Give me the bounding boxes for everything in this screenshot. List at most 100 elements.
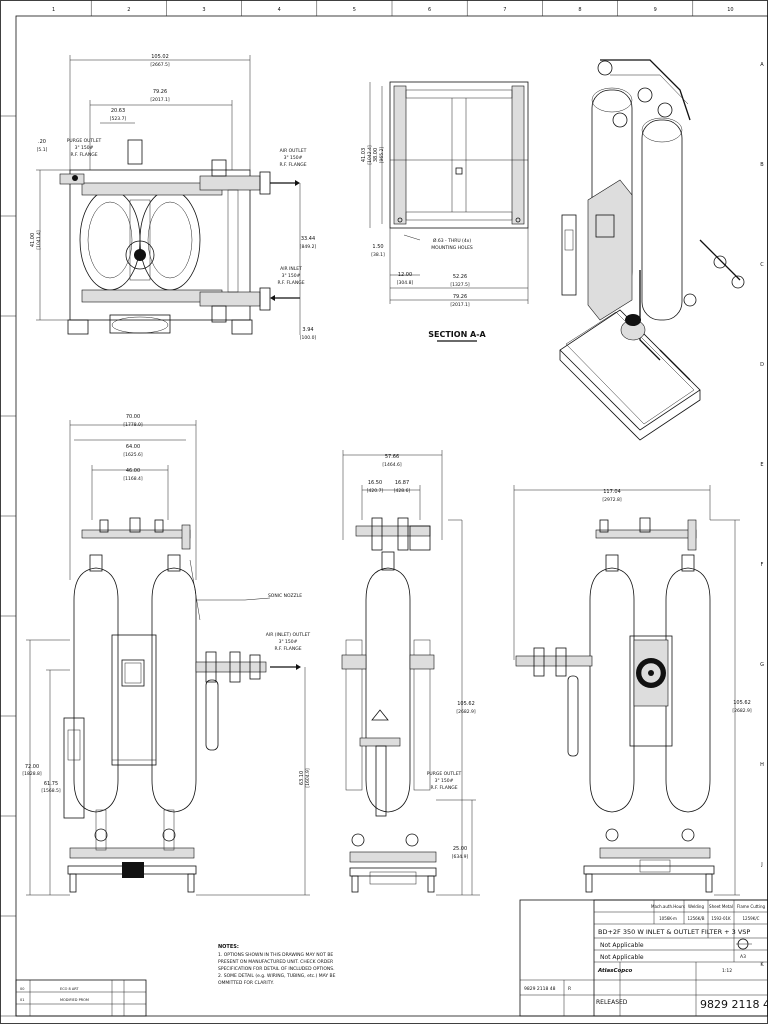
column-label: 4 <box>278 7 281 13</box>
sec-dim-h1-mm: [1042.4] <box>367 145 373 165</box>
side-dim-w1-mm: [1464.6] <box>382 462 402 468</box>
drawing-title: BD+2F 350 W INLET & OUTLET FILTER + 3 VS… <box>598 928 750 936</box>
mounting-holes-note-1: Ø.63 - THRU (4x) <box>433 237 471 244</box>
front-dim-h2: 61.75 <box>44 781 58 787</box>
notes-line-4: 2. SOME DETAIL (e.g. WIRING, TUBING, etc… <box>218 973 336 979</box>
rev-row-1-desc: ECO 8 ART <box>60 987 79 991</box>
air-inlet-label-2: 3" 150# <box>282 273 301 279</box>
front-dim-h1: 72.00 <box>25 764 39 770</box>
column-label: 10 <box>727 7 733 13</box>
air-inlet-outlet-label-3: R.F. FLANGE <box>274 646 301 652</box>
side-view <box>341 450 480 896</box>
sec-dim-w3: 79.26 <box>453 294 467 300</box>
tb-col-1: Mach.auth.Hours <box>651 904 685 909</box>
doc-number-small: 9829 2118 48 <box>524 986 556 992</box>
row-label: C <box>760 262 764 268</box>
front-dim-w3-mm: [1168.4] <box>123 476 143 482</box>
status-released: RELEASED <box>596 999 628 1006</box>
air-inlet-label-3: R.F. FLANGE <box>277 280 304 286</box>
side-dim-w1: 57.66 <box>385 454 399 460</box>
column-label: 1 <box>52 7 55 13</box>
top-view <box>36 55 301 335</box>
rear-dim-h1: 105.62 <box>733 700 751 706</box>
sec-dim-h2: 38.00 <box>373 148 379 162</box>
tb-val-1: 1056K-m <box>659 916 677 921</box>
air-inlet-outlet-label-2: 3" 150# <box>279 639 298 645</box>
front-dim-w1-mm: [1778.0] <box>123 422 143 428</box>
tb-val-4: 1259K/C <box>743 916 760 921</box>
column-label: 5 <box>353 7 356 13</box>
column-label: 7 <box>503 7 506 13</box>
purge-outlet-label-2: 3" 150# <box>75 145 94 151</box>
dim-overall-width: 105.02 <box>151 54 169 60</box>
dim-small-width-mm: [523.7] <box>110 116 127 122</box>
dim-right-a-mm: [849.2] <box>300 244 317 250</box>
row-label: F <box>761 562 764 568</box>
row-label: G <box>760 662 764 668</box>
front-dim-w1: 70.00 <box>126 414 140 420</box>
row-label: D <box>760 362 764 368</box>
dim-overall-width-mm: [2667.5] <box>150 62 170 68</box>
column-label: 9 <box>654 7 657 13</box>
notes-line-3: SPECIFICATION FOR DETAIL OF INCLUDED OPT… <box>218 966 335 972</box>
dim-small-width: 20.63 <box>111 108 125 114</box>
purge-outlet-label-3: R.F. FLANGE <box>70 152 97 158</box>
tb-val-3: 1592-01K <box>711 916 731 921</box>
sec-dim-h3-mm: [38.1] <box>371 252 385 258</box>
dim-height: 41.00 <box>30 233 36 247</box>
sec-dim-w1-mm: [304.8] <box>397 280 414 286</box>
dim-mid-width-mm: [2017.1] <box>150 97 170 103</box>
tb-col-2: Welding <box>688 904 704 909</box>
side-dim-h1: 105.62 <box>457 701 475 707</box>
side-dim-h2: 25.00 <box>453 846 467 852</box>
tb-col-4: Flame Cutting <box>737 904 766 909</box>
not-applicable-2: Not Applicable <box>600 954 644 961</box>
front-dim-h1-mm: [1828.8] <box>22 771 42 777</box>
rear-dim-w1-mm: [2972.8] <box>602 497 622 503</box>
revision-letter: R <box>568 986 571 992</box>
dim-left-small-mm: [5.1] <box>37 147 48 153</box>
notes-title: NOTES: <box>218 944 239 950</box>
sheet-code: A3 <box>740 954 746 960</box>
row-label: B <box>760 162 764 168</box>
row-label: E <box>760 462 763 468</box>
front-view <box>26 420 310 896</box>
side-purge-outlet-label-1: PURGE OUTLET <box>427 771 462 777</box>
front-dim-w3: 46.00 <box>126 468 140 474</box>
column-label: 2 <box>127 7 130 13</box>
section-aa-view <box>369 81 529 342</box>
sec-dim-w2: 52.26 <box>453 274 467 280</box>
sonic-nozzle-label: SONIC NOZZLE <box>268 593 302 599</box>
column-label: 3 <box>202 7 205 13</box>
dim-right-b-mm: [100.0] <box>300 335 317 341</box>
dim-right-a: 33.44 <box>301 236 315 242</box>
front-dim-h2-mm: [1568.5] <box>41 788 61 794</box>
tb-val-2: 1256K/B <box>688 916 705 921</box>
air-outlet-label-2: 3" 150# <box>284 155 303 161</box>
notes-line-2: PRESENT ON MANUFACTURED UNIT. CHECK ORDE… <box>218 959 333 965</box>
tb-col-3: Sheet Metal <box>709 904 733 909</box>
rev-row-2-desc: MODIFIED PROM <box>60 998 89 1002</box>
brand-logo: AtlasCopco <box>597 968 632 974</box>
side-dim-w3-mm: [428.6] <box>394 488 411 494</box>
sec-dim-w2-mm: [1327.5] <box>450 282 470 288</box>
rear-view <box>513 485 740 896</box>
sec-dim-w1: 12.00 <box>398 272 412 278</box>
air-outlet-label-1: AIR OUTLET <box>280 148 307 154</box>
row-label: K <box>760 962 764 968</box>
front-dim-h3-mm: [1604.9] <box>305 768 311 788</box>
air-inlet-outlet-label-1: AIR (INLET) OUTLET <box>266 632 311 638</box>
column-label: 8 <box>578 7 581 13</box>
document-number: 9829 2118 48 <box>700 998 768 1011</box>
side-dim-h1-mm: [2682.9] <box>456 709 476 715</box>
sec-dim-h1: 41.03 <box>361 148 367 162</box>
scale: 1:12 <box>722 968 732 974</box>
rear-dim-h1-mm: [2682.9] <box>732 708 752 714</box>
notes-line-1: 1. OPTIONS SHOWN IN THIS DRAWING MAY NOT… <box>218 952 333 958</box>
notes-line-5: OMMITTED FOR CLARITY. <box>218 980 274 986</box>
not-applicable-1: Not Applicable <box>600 942 644 949</box>
side-purge-outlet-label-3: R.F. FLANGE <box>430 785 457 791</box>
sec-dim-w3-mm: [2017.1] <box>450 302 470 308</box>
row-label: H <box>760 762 764 768</box>
